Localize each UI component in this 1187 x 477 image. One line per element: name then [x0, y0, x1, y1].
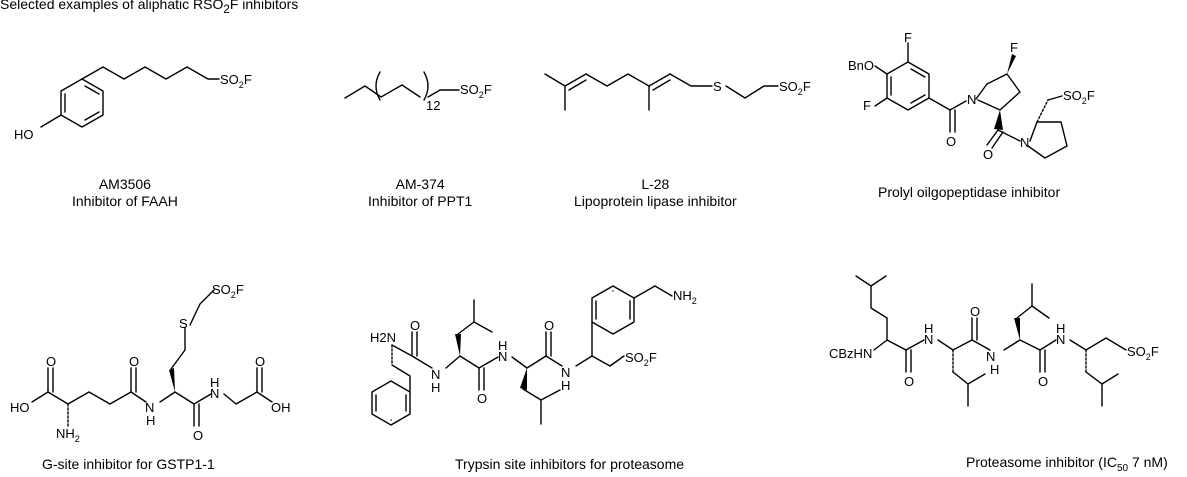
header-text: Selected examples of aliphatic RSO	[0, 0, 224, 12]
structure-trypsin-inhibitor: H2N O N H O N H O N H SO2F NH2	[370, 285, 697, 426]
caption-name: G-site inhibitor for GSTP1-1	[42, 456, 215, 472]
amide-nitrogen-label: N	[431, 367, 440, 382]
amide-hydrogen-label: H	[146, 413, 155, 428]
amide-nitrogen-label: N	[145, 400, 154, 415]
carbonyl-oxygen-label: O	[544, 318, 554, 333]
structure-gsite-inhibitor: HO O NH2 O N H S O N H O OH SO2F	[10, 282, 291, 444]
header-subscript: 2	[223, 2, 230, 16]
caption-am3506: AM3506 Inhibitor of FAAH	[72, 176, 178, 210]
amide-nitrogen-label: N	[924, 332, 933, 347]
caption-trypsin: Trypsin site inhibitors for proteasome	[455, 456, 684, 473]
amide-hydrogen-label: H	[561, 378, 570, 393]
structure-am3506: HO SO2F	[14, 66, 252, 142]
amide-nitrogen-label: N	[561, 365, 570, 380]
caption-name: Proteasome inhibitor (IC50 7 nM)	[966, 454, 1168, 474]
sulfur-label: S	[713, 79, 722, 94]
sulfonyl-fluoride-label: SO2F	[212, 282, 244, 300]
caption-name: Prolyl oilgopeptidase inhibitor	[878, 184, 1061, 200]
caption-am374: AM-374 Inhibitor of PPT1	[368, 176, 472, 210]
structure-l28: S SO2F	[544, 73, 811, 111]
amine-label: NH2	[673, 288, 697, 306]
sulfur-label: S	[179, 316, 188, 331]
caption-description: Lipoprotein lipase inhibitor	[574, 193, 737, 209]
sulfonyl-fluoride-label: SO2F	[1127, 344, 1159, 362]
caption-prolyl: Prolyl oilgopeptidase inhibitor	[878, 184, 1060, 201]
structure-proteasome-inhibitor: CBzHN O N H O N H O N H SO2F	[829, 275, 1159, 407]
amide-nitrogen-label: N	[210, 386, 219, 401]
carbonyl-oxygen-label: O	[255, 354, 265, 369]
header-text-end: F inhibitors	[229, 0, 299, 12]
fluoro-label: F	[863, 98, 871, 113]
amide-hydrogen-label: H	[498, 338, 507, 353]
sulfonyl-fluoride-label: SO2F	[779, 79, 811, 97]
cbz-amine-label: CBzHN	[829, 346, 872, 361]
amide-hydrogen-label: H	[431, 380, 440, 395]
caption-name: AM3506	[98, 176, 151, 192]
carbonyl-oxygen-label: O	[410, 318, 420, 333]
structure-am374: 12 SO2F	[344, 71, 492, 113]
sulfonyl-fluoride-label: SO2F	[460, 82, 492, 100]
amide-hydrogen-label: H	[990, 362, 999, 377]
amide-hydrogen-label: H	[1056, 321, 1065, 336]
fluoro-label: F	[1010, 40, 1018, 55]
carbonyl-oxygen-label: O	[904, 374, 914, 389]
amine-label: H2N	[370, 330, 396, 345]
caption-l28: L-28 Lipoprotein lipase inhibitor	[574, 176, 737, 210]
fluoro-label: F	[904, 30, 912, 45]
figure-header: Selected examples of aliphatic RSO2F inh…	[0, 0, 298, 16]
sulfonyl-fluoride-label: SO2F	[625, 350, 657, 368]
structure-prolyl-inhibitor: F F BnO O N F O N SO2F	[848, 30, 1095, 162]
carbonyl-oxygen-label: O	[193, 428, 203, 443]
carbonyl-oxygen-label: O	[970, 304, 980, 319]
carbonyl-oxygen-label: O	[477, 391, 487, 406]
hydroxyl-label: OH	[271, 400, 291, 415]
amide-hydrogen-label: H	[210, 375, 219, 390]
amide-nitrogen-label: N	[498, 349, 507, 364]
carbonyl-oxygen-label: O	[1038, 374, 1048, 389]
amide-nitrogen-label: N	[986, 349, 995, 364]
repeat-count-label: 12	[426, 98, 440, 113]
carbonyl-oxygen-label: O	[129, 354, 139, 369]
carbonyl-oxygen-label: O	[46, 354, 56, 369]
caption-description: Inhibitor of FAAH	[72, 193, 178, 209]
amide-hydrogen-label: H	[924, 321, 933, 336]
carbonyl-oxygen-label: O	[983, 147, 993, 162]
caption-name: L-28	[641, 176, 670, 192]
sulfonyl-fluoride-label: SO2F	[220, 72, 252, 90]
pyrrolidine-nitrogen-label: N	[967, 92, 976, 107]
pyrrolidine-nitrogen-label: N	[1020, 135, 1029, 150]
caption-description: Inhibitor of PPT1	[368, 193, 473, 209]
hydroxyl-label: HO	[14, 127, 34, 142]
caption-name: AM-374	[395, 176, 445, 192]
caption-name: Trypsin site inhibitors for proteasome	[455, 456, 685, 472]
caption-gsite: G-site inhibitor for GSTP1-1	[42, 456, 215, 473]
sulfonyl-fluoride-label: SO2F	[1063, 88, 1095, 106]
carbonyl-oxygen-label: O	[946, 134, 956, 149]
amide-nitrogen-label: N	[1056, 332, 1065, 347]
hydroxyl-label: HO	[10, 400, 30, 415]
amine-label: NH2	[56, 426, 80, 444]
benzyloxy-label: BnO	[848, 58, 874, 73]
caption-proteasome: Proteasome inhibitor (IC50 7 nM)	[966, 454, 1168, 477]
